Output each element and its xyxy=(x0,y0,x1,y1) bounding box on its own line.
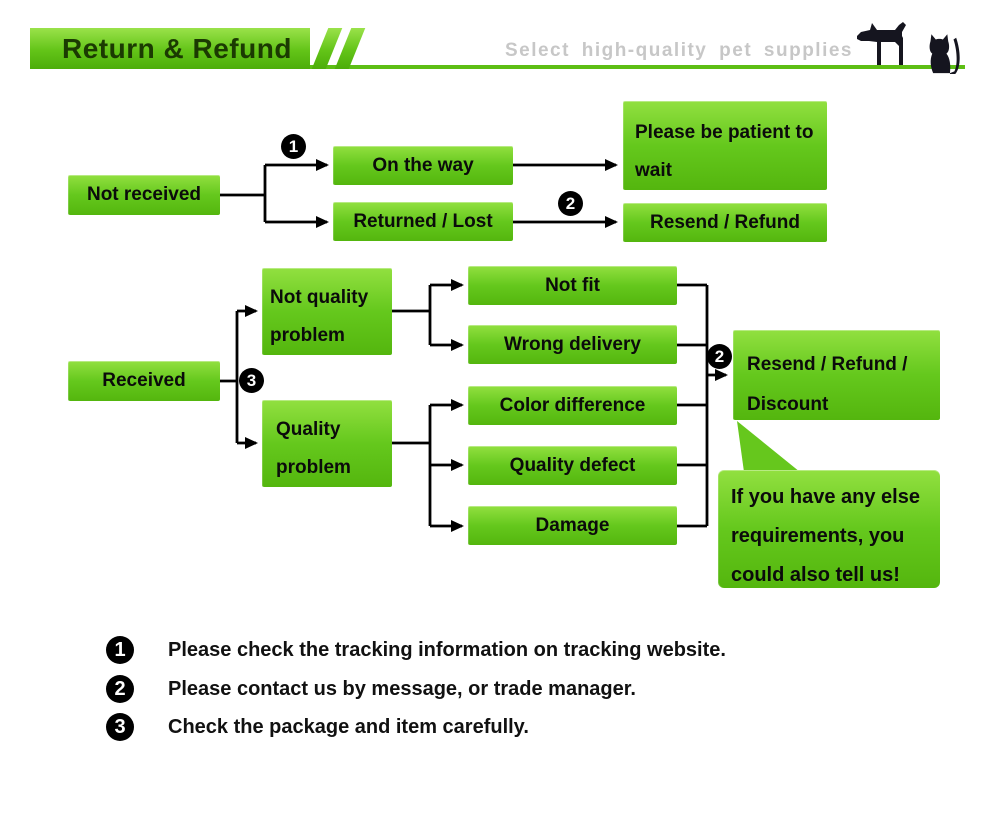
speech-bubble: If you have any else requirements, you c… xyxy=(718,470,940,588)
legend-item-1: 1 Please check the tracking information … xyxy=(106,636,726,664)
flow-box-quality-problem: Quality problem xyxy=(262,400,392,487)
cat-icon xyxy=(929,34,960,74)
flow-box-damage: Damage xyxy=(468,506,677,545)
legend-1-text: Please check the tracking information on… xyxy=(168,638,726,661)
flow-box-not-fit: Not fit xyxy=(468,266,677,305)
header-underline xyxy=(30,65,965,69)
legend-2-text: Please contact us by message, or trade m… xyxy=(168,677,636,700)
legend-3-text: Check the package and item carefully. xyxy=(168,715,529,738)
step-1-marker: 1 xyxy=(281,134,306,159)
header-tagline: Select high-quality pet supplies xyxy=(504,40,853,61)
speech-bubble-tail xyxy=(737,421,800,472)
flow-box-not-received: Not received xyxy=(68,175,220,215)
flow-box-color-difference: Color difference xyxy=(468,386,677,425)
legend-3-marker: 3 xyxy=(106,713,134,741)
flow-box-received: Received xyxy=(68,361,220,401)
header: Return & Refund Select high-quality pet … xyxy=(30,22,965,74)
step-3-marker: 3 xyxy=(239,368,264,393)
legend-1-marker: 1 xyxy=(106,636,134,664)
flow-box-on-the-way: On the way xyxy=(333,146,513,185)
flow-box-please-be-patient: Please be patient to wait xyxy=(623,101,827,190)
flow-box-not-quality-problem: Not quality problem xyxy=(262,268,392,355)
step-2-marker: 2 xyxy=(707,344,732,369)
page-title: Return & Refund xyxy=(62,32,292,64)
legend-item-3: 3 Check the package and item carefully. xyxy=(106,713,529,741)
step-2-marker: 2 xyxy=(558,191,583,216)
legend-item-2: 2 Please contact us by message, or trade… xyxy=(106,675,636,703)
flow-box-returned-lost: Returned / Lost xyxy=(333,202,513,241)
flow-box-quality-defect: Quality defect xyxy=(468,446,677,485)
flow-box-resend-refund-discount: Resend / Refund / Discount xyxy=(733,330,940,420)
legend-2-marker: 2 xyxy=(106,675,134,703)
flow-box-resend-refund: Resend / Refund xyxy=(623,203,827,242)
header-title-bar: Return & Refund xyxy=(30,28,310,69)
dog-icon xyxy=(857,22,906,65)
flow-box-wrong-delivery: Wrong delivery xyxy=(468,325,677,364)
